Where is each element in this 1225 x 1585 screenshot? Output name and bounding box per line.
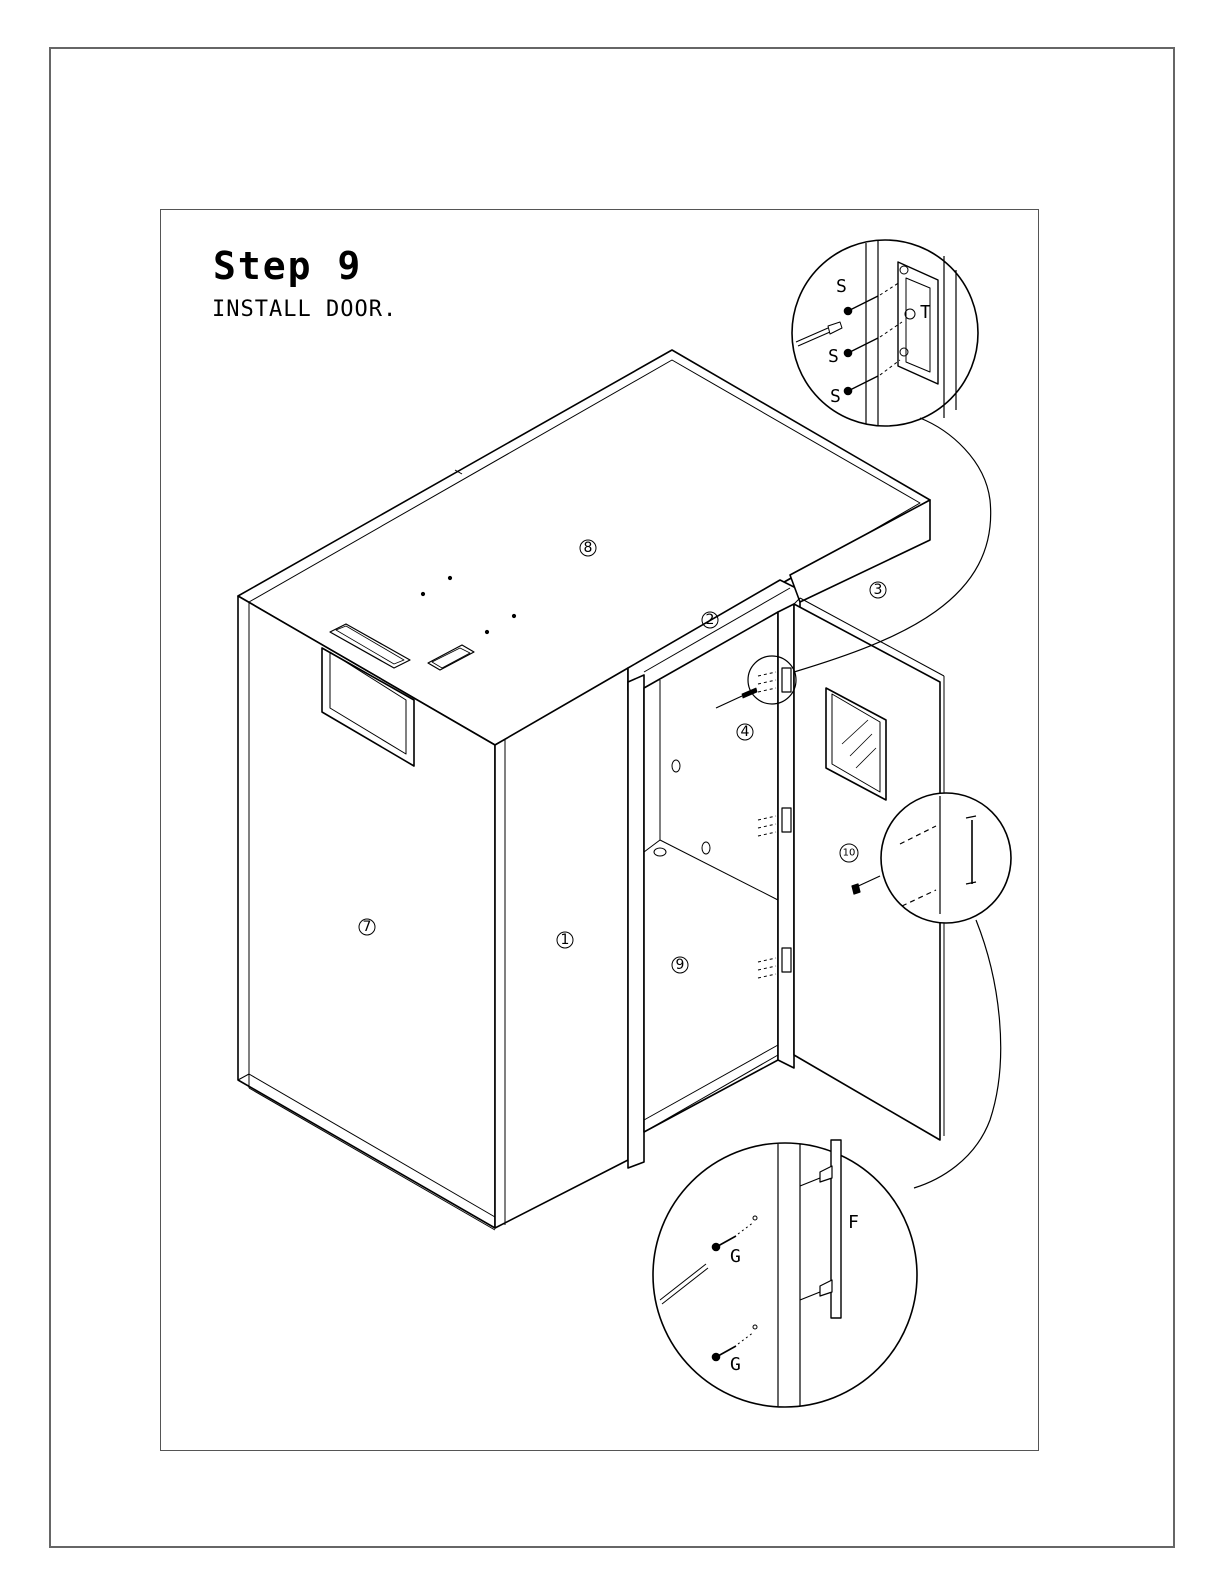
part-9-label: 9 <box>676 957 685 973</box>
screw-s-label-1: S <box>836 276 847 297</box>
part-8-label: 8 <box>584 540 593 556</box>
bolt-g-label-1: G <box>730 1246 741 1267</box>
door-frame-post <box>628 675 644 1168</box>
part-1-label: 1 <box>561 932 570 948</box>
handle-mount-detail-circle <box>881 793 1011 923</box>
screw-s-label-2: S <box>828 346 839 367</box>
handle-detail-circle <box>653 1140 917 1407</box>
part-2-label: 2 <box>706 612 715 628</box>
hinge-detail-circle <box>792 240 978 426</box>
part-7-label: 7 <box>363 919 372 935</box>
hinge-t-label: T <box>920 302 931 323</box>
cabinet-interior <box>644 612 778 1132</box>
part-4-label: 4 <box>741 724 750 740</box>
part-3-label: 3 <box>874 582 883 598</box>
part-10-label: 10 <box>843 848 856 859</box>
bolt-g-label-2: G <box>730 1354 741 1375</box>
front-panel <box>495 668 628 1228</box>
screw-s-label-3: S <box>830 386 841 407</box>
handle-f-label: F <box>848 1212 859 1233</box>
